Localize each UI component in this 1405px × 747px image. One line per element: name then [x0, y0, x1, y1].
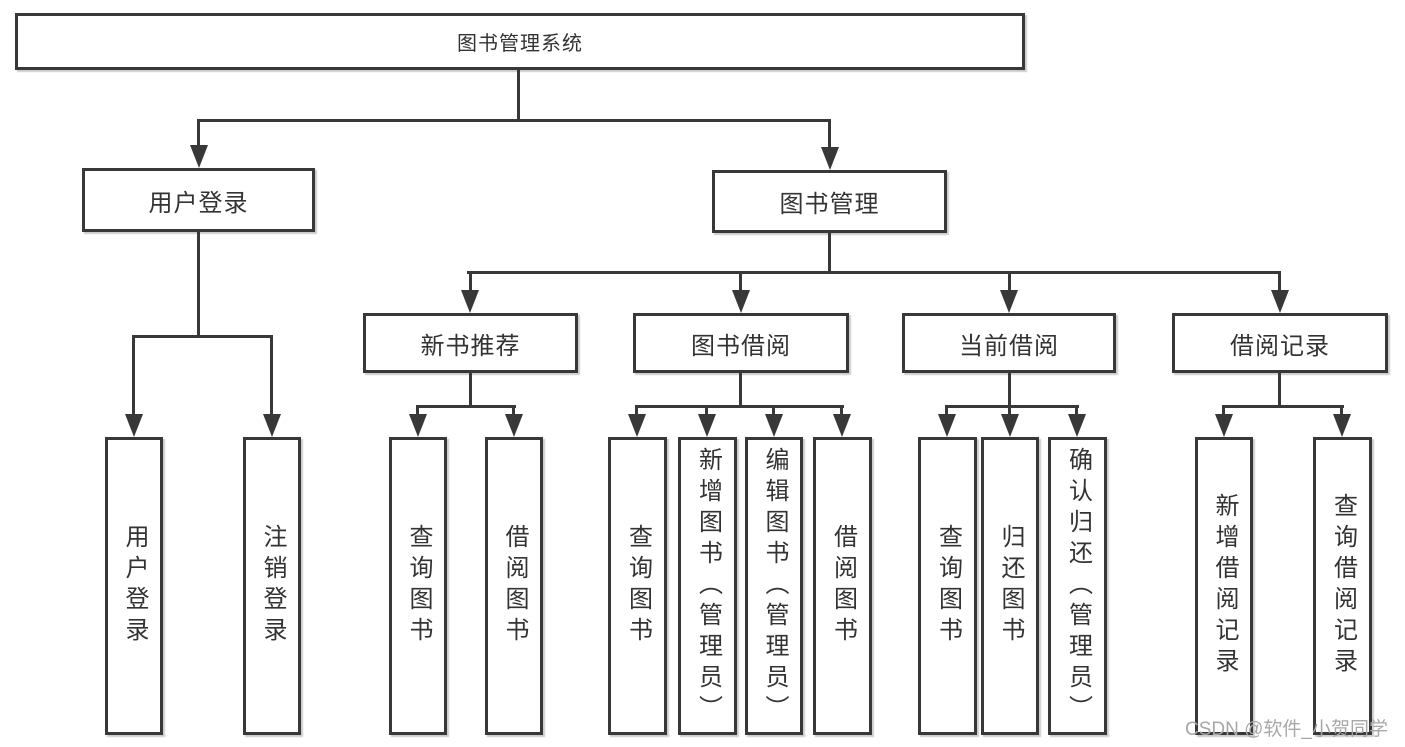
connector-line: [828, 119, 831, 148]
connector-line: [469, 371, 472, 408]
connector-line: [772, 405, 775, 416]
leaf-query-books-3: 查询图书: [918, 437, 977, 735]
leaf-borrow-books-2-label: 借阅图书: [829, 524, 857, 648]
connector-line: [132, 335, 135, 416]
connector-line: [469, 271, 472, 292]
connector-line: [739, 271, 742, 292]
connector-line: [467, 271, 1281, 274]
arrow-down-icon: [1001, 414, 1019, 437]
leaf-add-borrow-record: 新增借阅记录: [1195, 437, 1253, 735]
node-borrowing-records: 借阅记录: [1172, 313, 1388, 373]
leaf-add-books-admin-label: 新增图书（管理员）: [694, 446, 722, 726]
leaf-return-books: 归还图书: [981, 437, 1039, 735]
leaf-user-login-label: 用户登录: [121, 524, 148, 648]
connector-line: [1008, 271, 1011, 292]
node-new-book-recommend: 新书推荐: [363, 313, 578, 373]
connector-line: [197, 119, 831, 122]
connector-line: [1075, 405, 1078, 416]
connector-line: [1340, 405, 1343, 416]
leaf-edit-books-admin: 编辑图书（管理员）: [745, 437, 803, 735]
node-current-borrowing: 当前借阅: [902, 313, 1116, 373]
connector-line: [739, 371, 742, 408]
connector-line: [1278, 271, 1281, 292]
leaf-add-books-admin: 新增图书（管理员）: [678, 437, 737, 735]
leaf-query-books-1-label: 查询图书: [405, 524, 432, 648]
node-new-book-recommend-label: 新书推荐: [420, 332, 521, 360]
connector-line: [416, 405, 419, 416]
leaf-edit-books-admin-label: 编辑图书（管理员）: [761, 446, 788, 726]
arrow-down-icon: [732, 290, 750, 313]
arrow-down-icon: [1271, 290, 1289, 313]
connector-line: [1222, 405, 1225, 416]
leaf-query-books-1: 查询图书: [389, 437, 447, 735]
leaf-return-books-label: 归还图书: [997, 524, 1024, 648]
connector-line: [828, 231, 831, 274]
arrow-down-icon: [505, 414, 523, 437]
leaf-logout-login-label: 注销登录: [259, 524, 286, 648]
leaf-borrow-books-1: 借阅图书: [485, 437, 543, 735]
connector-line: [635, 405, 638, 416]
connector-line: [416, 405, 516, 408]
leaf-confirm-return-admin-label: 确认归还（管理员）: [1064, 446, 1092, 726]
connector-line: [1222, 405, 1344, 408]
arrow-down-icon: [1215, 414, 1233, 437]
node-user-login: 用户登录: [82, 168, 315, 232]
connector-line: [840, 405, 843, 416]
connector-line: [270, 335, 273, 416]
arrow-down-icon: [698, 414, 716, 437]
leaf-query-books-2: 查询图书: [608, 437, 667, 735]
leaf-confirm-return-admin: 确认归还（管理员）: [1048, 437, 1107, 735]
csdn-watermark: CSDN @软件_小贺同学: [1185, 719, 1388, 740]
arrow-down-icon: [409, 414, 427, 437]
node-user-login-label: 用户登录: [148, 189, 249, 217]
node-current-borrowing-label: 当前借阅: [959, 332, 1059, 360]
connector-line: [945, 405, 1079, 408]
node-book-management-label: 图书管理: [779, 191, 880, 218]
arrow-down-icon: [125, 414, 143, 437]
leaf-logout-login: 注销登录: [243, 437, 301, 735]
arrow-down-icon: [461, 290, 479, 313]
leaf-user-login: 用户登录: [105, 437, 163, 735]
arrow-down-icon: [821, 147, 839, 170]
leaf-add-borrow-record-label: 新增借阅记录: [1211, 493, 1238, 679]
arrow-down-icon: [1333, 414, 1351, 437]
node-book-management: 图书管理: [712, 170, 947, 233]
arrow-down-icon: [628, 414, 646, 437]
connector-line: [197, 230, 200, 336]
arrow-down-icon: [765, 414, 783, 437]
node-root-label: 图书管理系统: [457, 33, 583, 55]
connector-line: [705, 405, 708, 416]
arrow-down-icon: [263, 414, 281, 437]
leaf-borrow-books-2: 借阅图书: [813, 437, 872, 735]
connector-line: [197, 119, 200, 146]
connector-line: [1008, 371, 1011, 408]
node-book-borrowing-label: 图书借阅: [691, 332, 791, 360]
connector-line: [517, 68, 520, 120]
node-root: 图书管理系统: [15, 13, 1025, 70]
leaf-borrow-books-1-label: 借阅图书: [501, 524, 528, 648]
arrow-down-icon: [190, 145, 208, 168]
connector-line: [945, 405, 948, 416]
connector-line: [635, 405, 844, 408]
arrow-down-icon: [1068, 414, 1086, 437]
connector-line: [512, 405, 515, 416]
arrow-down-icon: [1000, 290, 1018, 313]
leaf-query-borrow-record-label: 查询借阅记录: [1329, 493, 1357, 679]
arrow-down-icon: [938, 414, 956, 437]
arrow-down-icon: [833, 414, 851, 437]
connector-line: [1278, 371, 1281, 408]
leaf-query-books-3-label: 查询图书: [934, 524, 962, 648]
connector-line: [132, 335, 273, 338]
node-book-borrowing: 图书借阅: [633, 313, 849, 373]
connector-line: [1008, 405, 1011, 416]
node-borrowing-records-label: 借阅记录: [1230, 332, 1330, 360]
leaf-query-borrow-record: 查询借阅记录: [1313, 437, 1372, 735]
leaf-query-books-2-label: 查询图书: [624, 524, 652, 648]
